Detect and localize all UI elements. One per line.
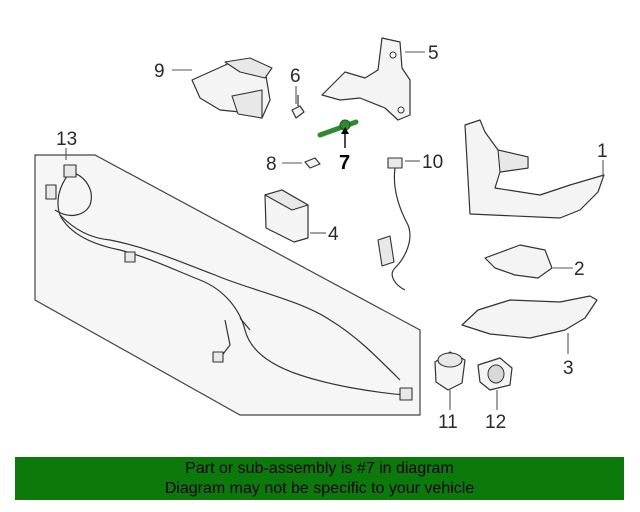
bracket-2-body bbox=[484, 244, 553, 279]
label-7: 7 bbox=[339, 152, 350, 174]
lead-connector bbox=[387, 157, 403, 169]
housing-face bbox=[231, 89, 263, 119]
label-12: 12 bbox=[485, 412, 506, 433]
part-10-sensor-lead[interactable] bbox=[377, 157, 411, 291]
module-top bbox=[264, 189, 309, 211]
label-1: 1 bbox=[597, 141, 608, 162]
harness-connector-mid bbox=[212, 351, 224, 363]
label-6: 6 bbox=[290, 66, 301, 87]
harness-connector-top bbox=[63, 164, 77, 178]
retainer-hole bbox=[487, 364, 505, 384]
part-6-bolt[interactable] bbox=[291, 95, 305, 119]
label-9: 9 bbox=[154, 61, 165, 82]
bolt-8-shape bbox=[304, 157, 321, 169]
parts-diagram: 13 9 6 5 7 8 10 4 bbox=[34, 37, 608, 433]
bumper-tab bbox=[497, 149, 529, 173]
bracket-hole bbox=[389, 51, 397, 59]
part-3-lower-bracket[interactable] bbox=[461, 295, 598, 339]
part-5-bracket[interactable] bbox=[321, 37, 411, 121]
label-5: 5 bbox=[428, 43, 439, 64]
part-1-bumper[interactable] bbox=[464, 119, 605, 219]
lead-wire bbox=[391, 167, 411, 291]
harness-wire bbox=[57, 171, 406, 396]
footer-line-2: Diagram may not be specific to your vehi… bbox=[164, 480, 475, 497]
bolt-6-shape bbox=[291, 95, 305, 119]
bracket-body bbox=[321, 37, 411, 121]
part-7-highlighted[interactable] bbox=[317, 119, 359, 138]
sensor-face bbox=[437, 352, 463, 368]
lead-sensor-end bbox=[377, 235, 395, 267]
bracket-3-body bbox=[461, 295, 598, 339]
bracket-hole-2 bbox=[397, 106, 405, 114]
label-4: 4 bbox=[328, 224, 339, 245]
arrow-7 bbox=[341, 127, 349, 134]
label-13: 13 bbox=[56, 129, 77, 150]
part-9-sensor-housing[interactable] bbox=[191, 57, 273, 119]
part-8-bolt[interactable] bbox=[304, 157, 321, 169]
label-8: 8 bbox=[266, 154, 277, 175]
harness-wire-branch bbox=[59, 214, 401, 381]
harness-panel bbox=[34, 154, 421, 416]
harness-connector-right bbox=[399, 387, 413, 401]
part-13-wiring-harness[interactable] bbox=[34, 154, 421, 416]
part-11-parking-sensor[interactable] bbox=[434, 351, 466, 391]
label-3: 3 bbox=[563, 358, 574, 379]
label-10: 10 bbox=[422, 152, 443, 173]
part-12-retainer[interactable] bbox=[477, 357, 513, 391]
bumper-body bbox=[464, 119, 605, 219]
footer-banner: Part or sub-assembly is #7 in diagram Di… bbox=[15, 457, 624, 500]
housing-top bbox=[224, 57, 273, 79]
part-7-rod bbox=[317, 119, 359, 138]
label-2: 2 bbox=[574, 259, 585, 280]
footer-line-1: Part or sub-assembly is #7 in diagram bbox=[185, 460, 454, 477]
harness-connector-left bbox=[45, 184, 57, 200]
harness-connector-upper bbox=[124, 251, 136, 263]
harness-wire-branch2 bbox=[54, 171, 92, 217]
part-2-bracket[interactable] bbox=[484, 244, 553, 279]
part-4-module[interactable] bbox=[264, 189, 309, 243]
label-11: 11 bbox=[438, 412, 458, 433]
